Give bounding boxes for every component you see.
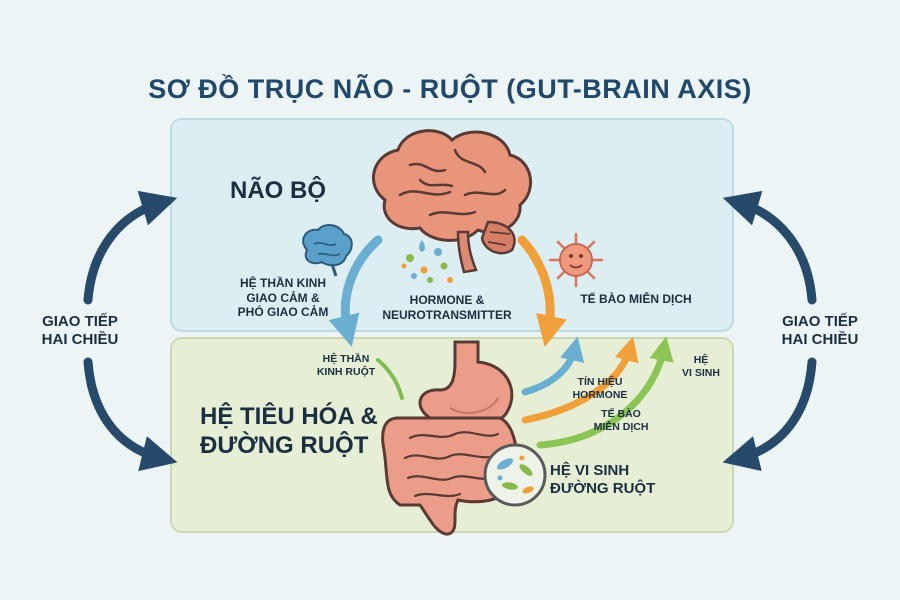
brain-icon (371, 129, 532, 274)
stomach-icon (418, 340, 514, 429)
left-side-line2: HAI CHIỀU (41, 331, 119, 349)
diagram-title: SƠ ĐỒ TRỤC NÃO - RUỘT (GUT-BRAIN AXIS) (148, 74, 752, 104)
hormone-label: HORMONE & NEUROTRANSMITTER (372, 293, 522, 322)
immune-down-arrow (517, 235, 567, 347)
nervous-line1: HỆ THẦN KINH (240, 276, 326, 290)
enteric-nerve-label: HỆ THẦN KINH RUỘT (306, 353, 386, 379)
hormone-signal-arrow (521, 336, 585, 396)
hormone-signal-line2: HORMONE (572, 388, 628, 401)
enteric-nerve-icon (376, 358, 404, 400)
gut-heading: HỆ TIÊU HÓA & ĐƯỜNG RUỘT (200, 402, 378, 461)
immune-up-arrow (521, 336, 639, 424)
microbiota-line2: VI SINH (682, 366, 720, 379)
small-brain-icon (302, 224, 353, 277)
left-side-line1: GIAO TIẾP (42, 313, 118, 330)
virus-icon (548, 232, 604, 288)
enteric-line1: HỆ THẦN (322, 353, 370, 365)
gut-heading-line2: ĐƯỜNG RUỘT (200, 432, 369, 460)
immune-small-label: TẾ BÀO MIỄN DỊCH (586, 408, 656, 434)
gut-microbiota-line2: ĐƯỜNG RUỘT (550, 480, 656, 498)
immune-small-line1: TẾ BÀO (601, 408, 641, 420)
microbe-up-arrow (536, 336, 674, 449)
microbiota-line1: HỆ (693, 354, 709, 366)
immune-small-line2: MIỄN DỊCH (593, 420, 649, 433)
right-side-label: GIAO TIẾP HAI CHIỀU (760, 313, 880, 350)
enteric-line2: KINH RUỘT (316, 365, 376, 378)
hormone-line1: HORMONE & (409, 293, 485, 307)
gut-heading-line1: HỆ TIÊU HÓA & (200, 403, 378, 430)
right-side-line2: HAI CHIỀU (781, 331, 859, 349)
left-side-label: GIAO TIẾP HAI CHIỀU (20, 313, 140, 350)
nerve-down-arrow (328, 235, 383, 347)
hormone-signal-label: TÍN HIỆU HORMONE (560, 376, 640, 402)
brain-heading: NÃO BỘ (230, 177, 326, 204)
hormone-dots-icon (401, 240, 453, 283)
nervous-line3: PHÓ GIAO CẢM (237, 305, 329, 320)
right-side-line1: GIAO TIẾP (782, 313, 858, 330)
hormone-line2: NEUROTRANSMITTER (382, 307, 512, 322)
gut-microbiota-label: HỆ VI SINH ĐƯỜNG RUỘT (550, 462, 690, 499)
hormone-signal-line1: TÍN HIỆU (577, 376, 623, 388)
nervous-system-label: HỆ THẦN KINH GIAO CẢM & PHÓ GIAO CẢM (218, 276, 348, 320)
immune-cells-label: TẾ BÀO MIỄN DỊCH (580, 292, 692, 306)
nervous-line2: GIAO CẢM & (246, 290, 320, 305)
left-cycle-arrows (83, 190, 178, 472)
microbe-icon (483, 443, 547, 507)
microbiota-label: HỆ VI SINH (676, 354, 726, 380)
right-cycle-arrows (722, 190, 817, 472)
gut-microbiota-line1: HỆ VI SINH (550, 462, 630, 479)
